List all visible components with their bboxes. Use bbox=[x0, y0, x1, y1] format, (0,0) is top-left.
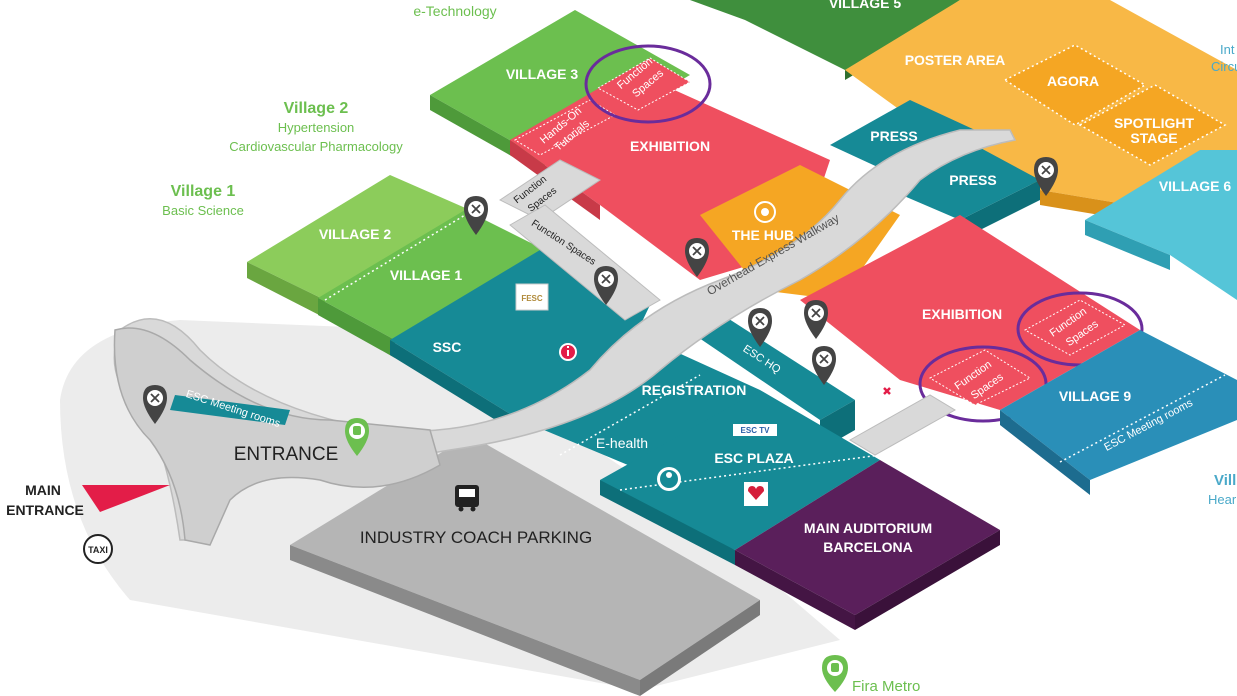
south-bridge bbox=[849, 394, 956, 456]
zone-press-2[interactable]: PRESS bbox=[890, 145, 1040, 240]
accessibility-icon bbox=[657, 467, 681, 491]
village-6-label: VILLAGE 6 bbox=[1159, 178, 1232, 194]
legend-right-top-b: Circu bbox=[1211, 59, 1237, 74]
restaurant-pin[interactable] bbox=[804, 300, 828, 339]
heart-logo bbox=[744, 482, 768, 506]
zone-press-1[interactable]: PRESS bbox=[830, 100, 975, 175]
info-icon[interactable] bbox=[559, 343, 577, 361]
taxi-icon[interactable]: TAXI bbox=[83, 534, 113, 564]
press-2-label: PRESS bbox=[949, 172, 996, 188]
main-entrance-label-1: MAIN bbox=[25, 482, 61, 498]
spotlight-label: SPOTLIGHT bbox=[1114, 115, 1195, 131]
bus-icon bbox=[455, 485, 479, 512]
zone-agora[interactable]: AGORA bbox=[1003, 44, 1147, 126]
ssc-label: SSC bbox=[433, 339, 462, 355]
exhibition-north-label: EXHIBITION bbox=[630, 138, 710, 154]
main-entrance-arrow bbox=[82, 485, 170, 512]
restaurant-pin[interactable] bbox=[1034, 157, 1058, 196]
zone-spotlight-stage[interactable]: SPOTLIGHT STAGE bbox=[1078, 84, 1227, 166]
zone-village-9[interactable]: VILLAGE 9 ESC Meeting rooms bbox=[1000, 330, 1237, 495]
industry-parking-label: INDUSTRY COACH PARKING bbox=[360, 528, 592, 547]
restaurant-pin[interactable] bbox=[685, 238, 709, 277]
entrance-label: ENTRANCE bbox=[234, 444, 339, 465]
metro-pin-fira[interactable] bbox=[822, 655, 848, 692]
restaurant-pin[interactable] bbox=[594, 266, 618, 305]
restaurant-pin[interactable] bbox=[748, 308, 772, 347]
legend-right-top-a: Int bbox=[1220, 42, 1235, 57]
fira-metro-label: Fira Metro bbox=[852, 678, 920, 695]
legend-right-bottom-b: Hear bbox=[1208, 492, 1237, 507]
zone-function-spaces-corridor[interactable]: Function Spaces Function Spaces bbox=[499, 159, 661, 321]
poster-area-label: POSTER AREA bbox=[905, 52, 1006, 68]
village-5-label: VILLAGE 5 bbox=[829, 0, 902, 11]
hub-icon bbox=[754, 201, 776, 223]
main-auditorium-label-2: BARCELONA bbox=[823, 539, 912, 555]
taxi-text: TAXI bbox=[88, 545, 108, 555]
exhibition-south-label: EXHIBITION bbox=[922, 306, 1002, 322]
zone-function-spaces-east[interactable]: Function Spaces bbox=[1023, 299, 1127, 356]
zone-village-6[interactable]: VILLAGE 6 bbox=[1085, 150, 1237, 300]
restaurant-pin[interactable] bbox=[812, 346, 836, 385]
stage-label: STAGE bbox=[1130, 130, 1177, 146]
legend-village1-title: Village 1 bbox=[171, 183, 236, 200]
highlight-circle-north bbox=[584, 44, 712, 124]
village-2-label: VILLAGE 2 bbox=[319, 226, 392, 242]
esc-tv-text: ESC TV bbox=[741, 426, 771, 435]
agora-label: AGORA bbox=[1047, 73, 1099, 89]
legend-village2-line2: Cardiovascular Pharmacology bbox=[229, 139, 403, 154]
fesc-text: FESC bbox=[521, 294, 543, 303]
legend-village2-line1: Hypertension bbox=[278, 120, 355, 135]
zone-village-2[interactable]: VILLAGE 2 bbox=[247, 175, 470, 318]
registration-label: REGISTRATION bbox=[642, 382, 747, 398]
zone-main-auditorium[interactable]: MAIN AUDITORIUM BARCELONA bbox=[735, 460, 1000, 630]
zone-industry-coach-parking[interactable]: INDUSTRY COACH PARKING bbox=[290, 435, 760, 696]
zone-function-spaces-south[interactable]: Function Spaces bbox=[928, 349, 1032, 406]
main-auditorium-label-1: MAIN AUDITORIUM bbox=[804, 520, 932, 536]
village-9-label: VILLAGE 9 bbox=[1059, 388, 1132, 404]
zone-esc-plaza[interactable]: ESC PLAZA bbox=[600, 390, 881, 565]
legend-right-bottom-a: Vill bbox=[1214, 472, 1236, 489]
zone-village-1[interactable]: VILLAGE 1 bbox=[318, 210, 545, 358]
main-entrance-label-2: ENTRANCE bbox=[6, 502, 84, 518]
esc-tv-logo: ESC TV bbox=[733, 424, 777, 436]
village-1-label: VILLAGE 1 bbox=[390, 267, 463, 283]
press-1-label: PRESS bbox=[870, 128, 917, 144]
legend-village1-line1: Basic Science bbox=[162, 203, 244, 218]
restaurant-pin[interactable] bbox=[464, 196, 488, 235]
e-health-label: E-health bbox=[596, 435, 648, 451]
fesc-logo: FESC bbox=[515, 283, 549, 311]
the-hub-label: THE HUB bbox=[732, 227, 794, 243]
metro-pin-entrance[interactable] bbox=[345, 418, 369, 456]
restaurant-pin[interactable] bbox=[143, 385, 167, 424]
legend-village2-title: Village 2 bbox=[284, 100, 349, 117]
village-3-label: VILLAGE 3 bbox=[506, 66, 579, 82]
esc-plaza-label: ESC PLAZA bbox=[714, 450, 793, 466]
first-aid-cross bbox=[870, 382, 905, 402]
entrance-building[interactable]: ESC Meeting rooms ENTRANCE bbox=[113, 327, 441, 546]
legend-e-technology: e-Technology bbox=[413, 3, 496, 19]
